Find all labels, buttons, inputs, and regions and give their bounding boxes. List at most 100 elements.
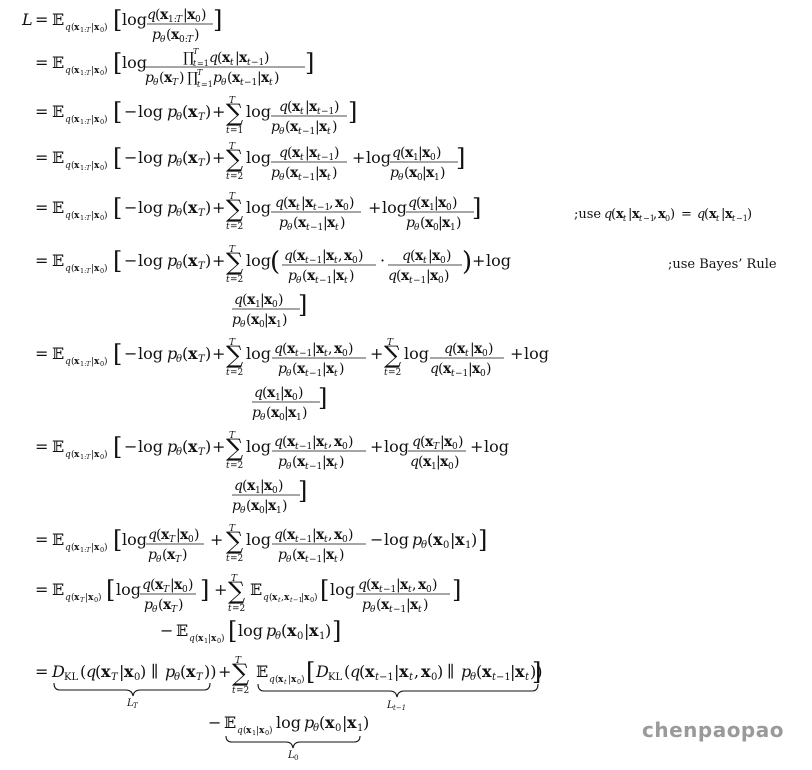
svg-text:): ) bbox=[264, 50, 269, 66]
svg-text:∏: ∏ bbox=[183, 50, 194, 66]
svg-text:x: x bbox=[187, 7, 196, 23]
svg-text:(: ( bbox=[269, 592, 273, 603]
svg-text:x: x bbox=[291, 675, 297, 685]
svg-text:t: t bbox=[197, 80, 201, 89]
svg-text:q: q bbox=[209, 50, 218, 66]
svg-text:(: ( bbox=[156, 527, 161, 543]
svg-text:−1: −1 bbox=[293, 596, 303, 604]
svg-text:t: t bbox=[300, 107, 304, 117]
svg-text:(: ( bbox=[283, 195, 288, 211]
svg-text:t: t bbox=[193, 59, 197, 68]
svg-text:,: , bbox=[329, 195, 333, 211]
svg-text:x: x bbox=[482, 662, 492, 681]
svg-text:|: | bbox=[436, 454, 441, 470]
svg-text:): ) bbox=[179, 70, 184, 86]
svg-text:(: ( bbox=[418, 454, 423, 470]
svg-text:(: ( bbox=[287, 99, 292, 115]
svg-text:q: q bbox=[697, 207, 705, 222]
svg-text:[: [ bbox=[113, 144, 122, 172]
svg-text:t: t bbox=[269, 78, 273, 88]
svg-text:0: 0 bbox=[431, 672, 437, 683]
svg-text:]: ] bbox=[348, 98, 357, 126]
svg-text:|: | bbox=[235, 50, 240, 66]
svg-text:t: t bbox=[639, 214, 643, 223]
svg-text:KL: KL bbox=[328, 672, 342, 683]
svg-text:log: log bbox=[122, 10, 147, 29]
svg-text:log: log bbox=[246, 102, 271, 121]
svg-text:q: q bbox=[65, 593, 71, 603]
svg-text:x: x bbox=[347, 713, 357, 732]
svg-text:=: = bbox=[35, 662, 48, 681]
svg-text:t: t bbox=[423, 256, 427, 266]
svg-text:−: − bbox=[160, 621, 173, 640]
svg-text:): ) bbox=[194, 527, 199, 543]
svg-text:+: + bbox=[218, 662, 231, 681]
svg-text:+: + bbox=[472, 251, 485, 270]
svg-text:x: x bbox=[284, 593, 290, 603]
svg-text:x: x bbox=[232, 70, 241, 86]
svg-text:+: + bbox=[212, 198, 225, 217]
svg-text:x: x bbox=[174, 577, 183, 593]
equation-line-4: = [ + log q ( x t | x t −1 ) p θ ( x t −… bbox=[35, 142, 465, 184]
equation-line-6: = [ + log ( · q ( x t | x 0 ) q ( x t −1… bbox=[35, 245, 777, 331]
svg-text:0: 0 bbox=[443, 540, 449, 551]
svg-text:−1: −1 bbox=[643, 214, 655, 223]
svg-text:log: log bbox=[524, 344, 549, 363]
svg-text:(: ( bbox=[180, 662, 186, 681]
svg-text:t: t bbox=[290, 596, 293, 604]
svg-text:T: T bbox=[433, 442, 440, 452]
svg-text:t: t bbox=[296, 203, 300, 213]
svg-text:T: T bbox=[169, 535, 176, 545]
svg-text:T: T bbox=[193, 47, 199, 56]
svg-text:(: ( bbox=[217, 50, 222, 66]
svg-text:(: ( bbox=[704, 207, 709, 222]
svg-text:1: 1 bbox=[204, 637, 208, 645]
svg-text:(: ( bbox=[275, 674, 279, 685]
svg-text:1: 1 bbox=[357, 723, 363, 734]
svg-text:q: q bbox=[279, 99, 288, 115]
svg-text:1: 1 bbox=[319, 631, 325, 642]
svg-text:t: t bbox=[230, 58, 234, 68]
svg-text:p: p bbox=[266, 621, 276, 640]
svg-text:+: + bbox=[212, 102, 225, 121]
svg-text:−1: −1 bbox=[244, 78, 257, 88]
svg-text:T: T bbox=[176, 15, 183, 25]
svg-text:q: q bbox=[604, 207, 612, 222]
svg-text:t: t bbox=[306, 223, 310, 233]
svg-text:=1: =1 bbox=[197, 59, 209, 68]
svg-text:θ: θ bbox=[287, 223, 293, 233]
svg-text:(: ( bbox=[281, 621, 287, 640]
svg-text:log: log bbox=[116, 580, 141, 599]
svg-text:): ) bbox=[178, 597, 183, 613]
svg-text:(: ( bbox=[287, 145, 292, 161]
svg-text:0: 0 bbox=[440, 256, 446, 266]
svg-text:x: x bbox=[415, 248, 424, 264]
svg-text:|: | bbox=[468, 361, 473, 377]
annotation-bayes: ;use Bayes’ Rule bbox=[668, 257, 777, 272]
svg-text:x: x bbox=[298, 215, 307, 231]
svg-text:log: log bbox=[246, 251, 271, 270]
svg-text:+: + bbox=[352, 148, 365, 167]
svg-text:(: ( bbox=[285, 165, 290, 181]
svg-text:|: | bbox=[301, 195, 306, 211]
svg-text:): ) bbox=[444, 268, 449, 284]
svg-text:x: x bbox=[222, 50, 231, 66]
svg-text:θ: θ bbox=[279, 127, 285, 137]
svg-text:t: t bbox=[451, 369, 455, 379]
svg-text:[: [ bbox=[106, 576, 115, 604]
svg-text:log: log bbox=[246, 437, 271, 456]
svg-text:]: ] bbox=[532, 658, 541, 686]
svg-text:t: t bbox=[247, 58, 251, 68]
svg-text:(: ( bbox=[150, 577, 155, 593]
svg-text:[: [ bbox=[113, 194, 122, 222]
svg-text:0: 0 bbox=[482, 349, 488, 359]
svg-text:t: t bbox=[298, 127, 302, 137]
svg-text:|: | bbox=[440, 434, 445, 450]
svg-text:x: x bbox=[325, 713, 335, 732]
svg-text:KL: KL bbox=[64, 672, 78, 683]
svg-text:|: | bbox=[304, 621, 309, 640]
svg-text:t: t bbox=[327, 173, 331, 183]
svg-text:0: 0 bbox=[94, 596, 98, 604]
